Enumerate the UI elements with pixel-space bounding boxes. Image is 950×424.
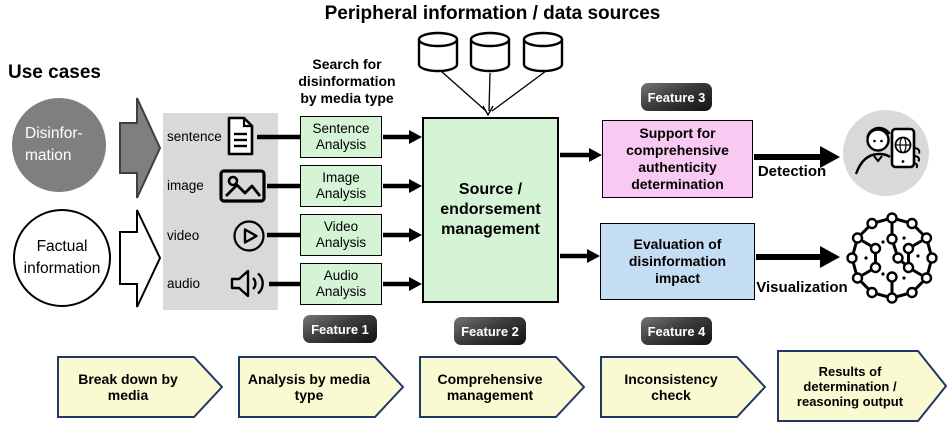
feature-1-badge: Feature 1 [303, 315, 377, 343]
search-label-line3: by media type [300, 90, 394, 106]
flow-step-break-down: Break down by media [57, 356, 223, 418]
media-label-sentence: sentence [167, 129, 222, 144]
use-case-factual-information: Factual information [13, 209, 111, 307]
feature-3-badge: Feature 3 [641, 83, 712, 111]
media-label-image: image [167, 178, 204, 193]
authenticity-determination-box: Support for comprehensive authenticity d… [602, 120, 753, 198]
database-icon [521, 30, 565, 74]
disinformation-input-arrow [119, 97, 162, 199]
media-label-audio: audio [167, 276, 201, 291]
factual-label-line2: information [23, 260, 101, 277]
disinformation-impact-box: Evaluation of disinformation impact [600, 223, 755, 300]
flow-step-label: Break down by media [78, 371, 178, 403]
media-type-panel [163, 113, 278, 310]
disinformation-label-line1: Disinfor- [25, 125, 83, 142]
factual-input-arrow [119, 209, 162, 308]
factual-label-line1: Factual [36, 238, 88, 255]
disinformation-label-line2: mation [25, 147, 72, 164]
flow-step-management: Comprehensive management [419, 356, 585, 418]
network-graph-icon [846, 212, 938, 304]
play-icon [232, 219, 266, 253]
flow-step-results: Results of determination / reasoning out… [777, 350, 947, 422]
feature-2-badge: Feature 2 [454, 317, 526, 345]
audio-analysis-box: Audio Analysis [300, 263, 382, 305]
flow-step-label: Inconsistency check [624, 371, 718, 403]
flow-step-label: Results of determination / reasoning out… [796, 363, 904, 409]
flow-step-label: Comprehensive management [437, 371, 543, 403]
speaker-icon [230, 268, 268, 299]
image-icon [219, 169, 266, 203]
person-with-phone-icon [843, 110, 929, 196]
document-icon [225, 115, 256, 157]
search-label-line2: disinformation [298, 73, 396, 89]
source-endorsement-box: Source / endorsement management [422, 117, 559, 303]
flow-step-analysis: Analysis by media type [238, 356, 404, 418]
sentence-analysis-box: Sentence Analysis [300, 116, 382, 158]
db-funnel-line [488, 72, 491, 112]
database-icon [416, 30, 460, 74]
search-label: Search for disinformation by media type [283, 56, 411, 107]
use-cases-heading: Use cases [8, 62, 101, 83]
detection-label: Detection [757, 163, 827, 180]
flow-step-inconsistency: Inconsistency check [600, 356, 766, 418]
image-analysis-box: Image Analysis [300, 165, 382, 207]
flow-step-label: Analysis by media type [247, 371, 371, 403]
peripheral-title: Peripheral information / data sources [324, 3, 661, 24]
db-funnel-line [491, 70, 547, 112]
search-label-line1: Search for [312, 56, 382, 72]
use-case-disinformation: Disinfor- mation [12, 98, 106, 192]
visualization-label: Visualization [756, 279, 848, 296]
database-icon [468, 30, 512, 74]
video-analysis-box: Video Analysis [300, 214, 382, 256]
db-funnel-line [440, 70, 487, 112]
media-label-video: video [167, 228, 200, 243]
feature-4-badge: Feature 4 [641, 317, 712, 345]
db-funnel-arrowhead [482, 105, 494, 117]
